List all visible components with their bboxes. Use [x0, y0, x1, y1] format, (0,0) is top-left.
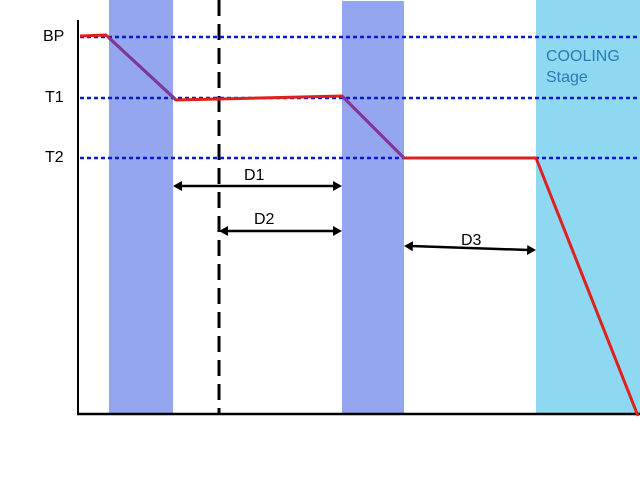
duration-label-d2: D2 [254, 211, 275, 228]
level-label-t2: T2 [45, 149, 64, 166]
curve-overlap-band-1 [107, 36, 178, 102]
duration-arrow-d2 [219, 226, 342, 236]
cooling-stage-label: COOLING Stage [546, 48, 624, 86]
level-label-t1: T1 [45, 89, 64, 106]
heating-band-2 [342, 1, 404, 415]
duration-label-d3: D3 [461, 232, 482, 249]
heating-band-1 [109, 0, 173, 415]
duration-arrow-d3 [404, 241, 536, 255]
duration-label-d1: D1 [244, 167, 265, 184]
duration-arrow-d1 [173, 181, 342, 191]
cooling-band [536, 0, 640, 415]
curve-overlap-band-2 [340, 94, 406, 160]
level-label-bp: BP [43, 28, 64, 45]
